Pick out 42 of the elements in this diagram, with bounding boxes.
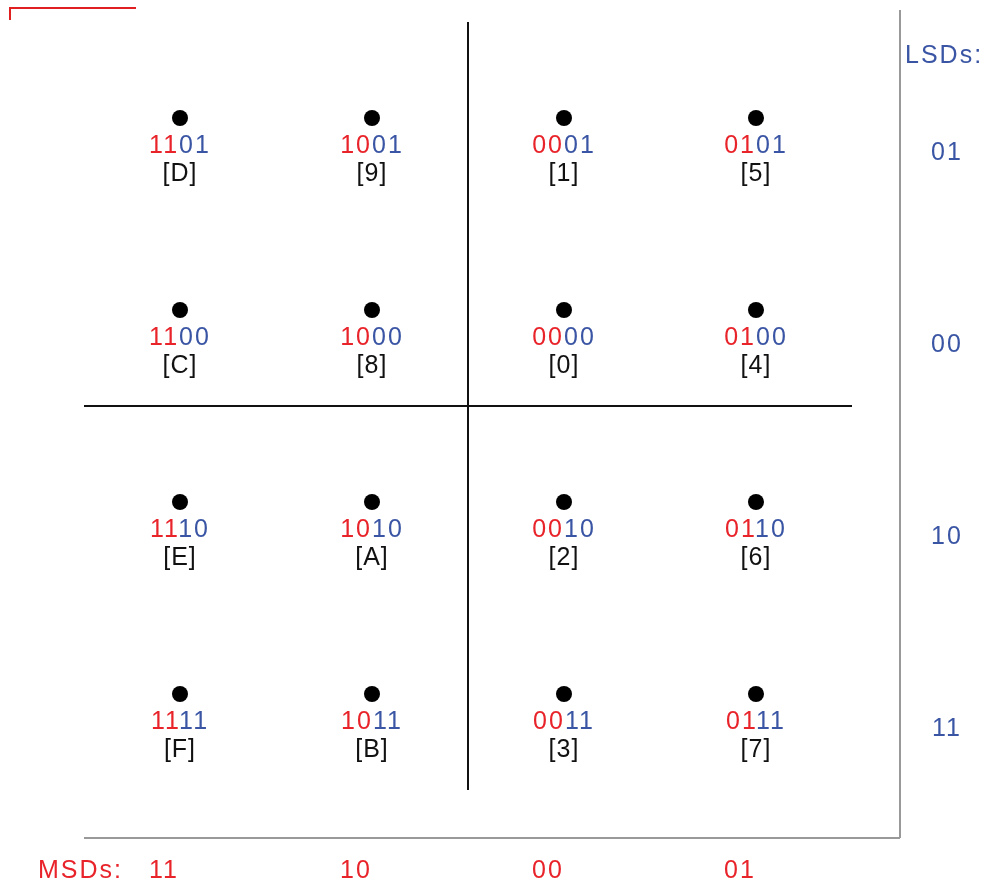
symbol-index: [9] — [356, 158, 388, 186]
bit-code: 0111 — [726, 706, 786, 734]
symbol-index: [F] — [163, 734, 197, 762]
symbol-index: [6] — [740, 542, 772, 570]
symbol-index: [2] — [548, 542, 580, 570]
bit-code: 1011 — [341, 706, 403, 734]
bit-code: 1100 — [149, 322, 211, 350]
axis-value: 00 — [532, 855, 564, 883]
axis-title: LSDs: — [905, 40, 984, 68]
axis-value: 00 — [931, 329, 963, 357]
symbol-index: [E] — [163, 542, 197, 570]
bit-code: 1110 — [150, 514, 210, 542]
axis-value: 10 — [340, 855, 372, 883]
axis-value: 01 — [931, 137, 963, 165]
bit-code: 1000 — [340, 322, 404, 350]
bit-code: 0011 — [533, 706, 595, 734]
symbol-index: [8] — [356, 350, 388, 378]
bit-code: 0110 — [725, 514, 787, 542]
axis-value: 10 — [931, 521, 963, 549]
bit-code: 0010 — [532, 514, 596, 542]
symbol-index: [B] — [355, 734, 389, 762]
bit-code: 1001 — [340, 130, 404, 158]
symbol-index: [D] — [162, 158, 198, 186]
symbol-index: [A] — [355, 542, 389, 570]
bit-code: 1010 — [340, 514, 404, 542]
symbol-index: [0] — [548, 350, 580, 378]
axis-title: MSDs: — [38, 855, 123, 883]
bit-code: 0000 — [532, 322, 596, 350]
axis-value: 11 — [932, 713, 962, 741]
symbol-index: [5] — [740, 158, 772, 186]
symbol-index: [C] — [162, 350, 198, 378]
symbol-index: [3] — [548, 734, 580, 762]
bit-code: 1101 — [149, 130, 211, 158]
bit-code: 1111 — [150, 706, 210, 734]
axis-value: 11 — [149, 855, 179, 883]
axis-value: 01 — [724, 855, 756, 883]
bit-code: 0101 — [724, 130, 788, 158]
symbol-index: [1] — [548, 158, 580, 186]
bit-code: 0100 — [724, 322, 788, 350]
symbol-index: [7] — [740, 734, 772, 762]
symbol-index: [4] — [740, 350, 772, 378]
bit-code: 0001 — [532, 130, 596, 158]
